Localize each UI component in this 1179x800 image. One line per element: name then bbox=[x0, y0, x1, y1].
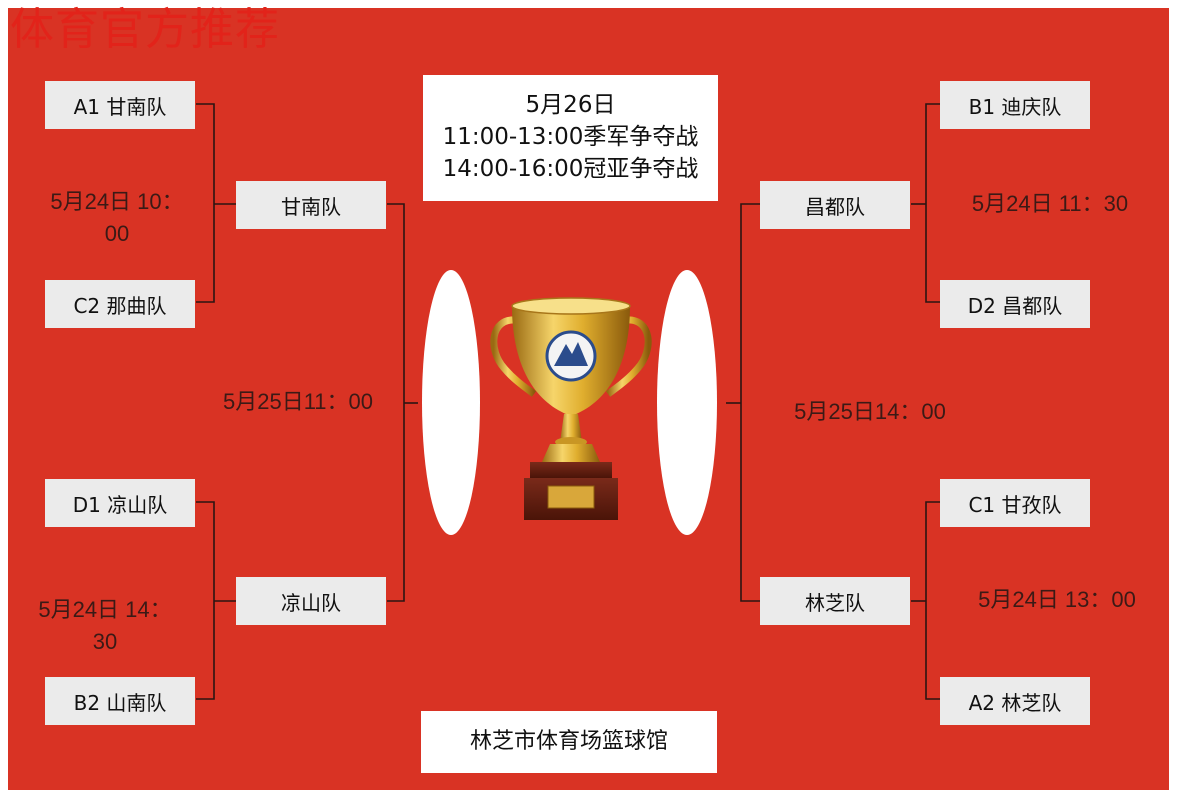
match-time-right-semi: 5月25日14：00 bbox=[794, 399, 946, 424]
team-box-c2: C2 那曲队 bbox=[45, 280, 195, 328]
bracket-line-left-bottom bbox=[196, 501, 215, 700]
team-box-left-semi-1: 甘南队 bbox=[236, 181, 386, 229]
team-box-b2: B2 山南队 bbox=[45, 677, 195, 725]
match-time-right-bottom: 5月24日 13：00 bbox=[978, 587, 1136, 612]
trophy-icon bbox=[490, 297, 652, 520]
team-box-d1: D1 凉山队 bbox=[45, 479, 195, 527]
team-box-b1: B1 迪庆队 bbox=[940, 81, 1090, 129]
left-oval bbox=[422, 270, 480, 535]
finals-final: 14:00-16:00冠亚争夺战 bbox=[442, 156, 699, 182]
venue-box: 林芝市体育场篮球馆 bbox=[421, 711, 717, 773]
match-time-right-top: 5月24日 11：30 bbox=[971, 191, 1129, 216]
team-box-right-semi-2: 林芝队 bbox=[760, 577, 910, 625]
team-box-a1: A1 甘南队 bbox=[45, 81, 195, 129]
team-box-left-semi-2: 凉山队 bbox=[236, 577, 386, 625]
team-box-c1: C1 甘孜队 bbox=[940, 479, 1090, 527]
bracket-line-right-bottom bbox=[925, 501, 940, 700]
finals-third-place: 11:00-13:00季军争夺战 bbox=[442, 124, 699, 150]
right-oval bbox=[657, 270, 717, 535]
match-time-left-bottom: 5月24日 14： 30 bbox=[38, 597, 172, 654]
finals-info-box: 5月26日 11:00-13:00季军争夺战 14:00-16:00冠亚争夺战 bbox=[423, 75, 718, 201]
team-box-d2: D2 昌都队 bbox=[940, 280, 1090, 328]
match-time-left-top: 5月24日 10： 00 bbox=[50, 189, 184, 246]
watermark: 体育官方推荐 bbox=[10, 4, 280, 55]
match-time-left-semi: 5月25日11：00 bbox=[222, 389, 373, 414]
team-box-right-semi-1: 昌都队 bbox=[760, 181, 910, 229]
team-box-a2: A2 林芝队 bbox=[940, 677, 1090, 725]
bracket-line-right-semi bbox=[740, 203, 760, 602]
bracket-line-left-top bbox=[196, 103, 215, 303]
finals-date: 5月26日 bbox=[525, 92, 616, 118]
bracket-line-right-top bbox=[925, 103, 940, 303]
